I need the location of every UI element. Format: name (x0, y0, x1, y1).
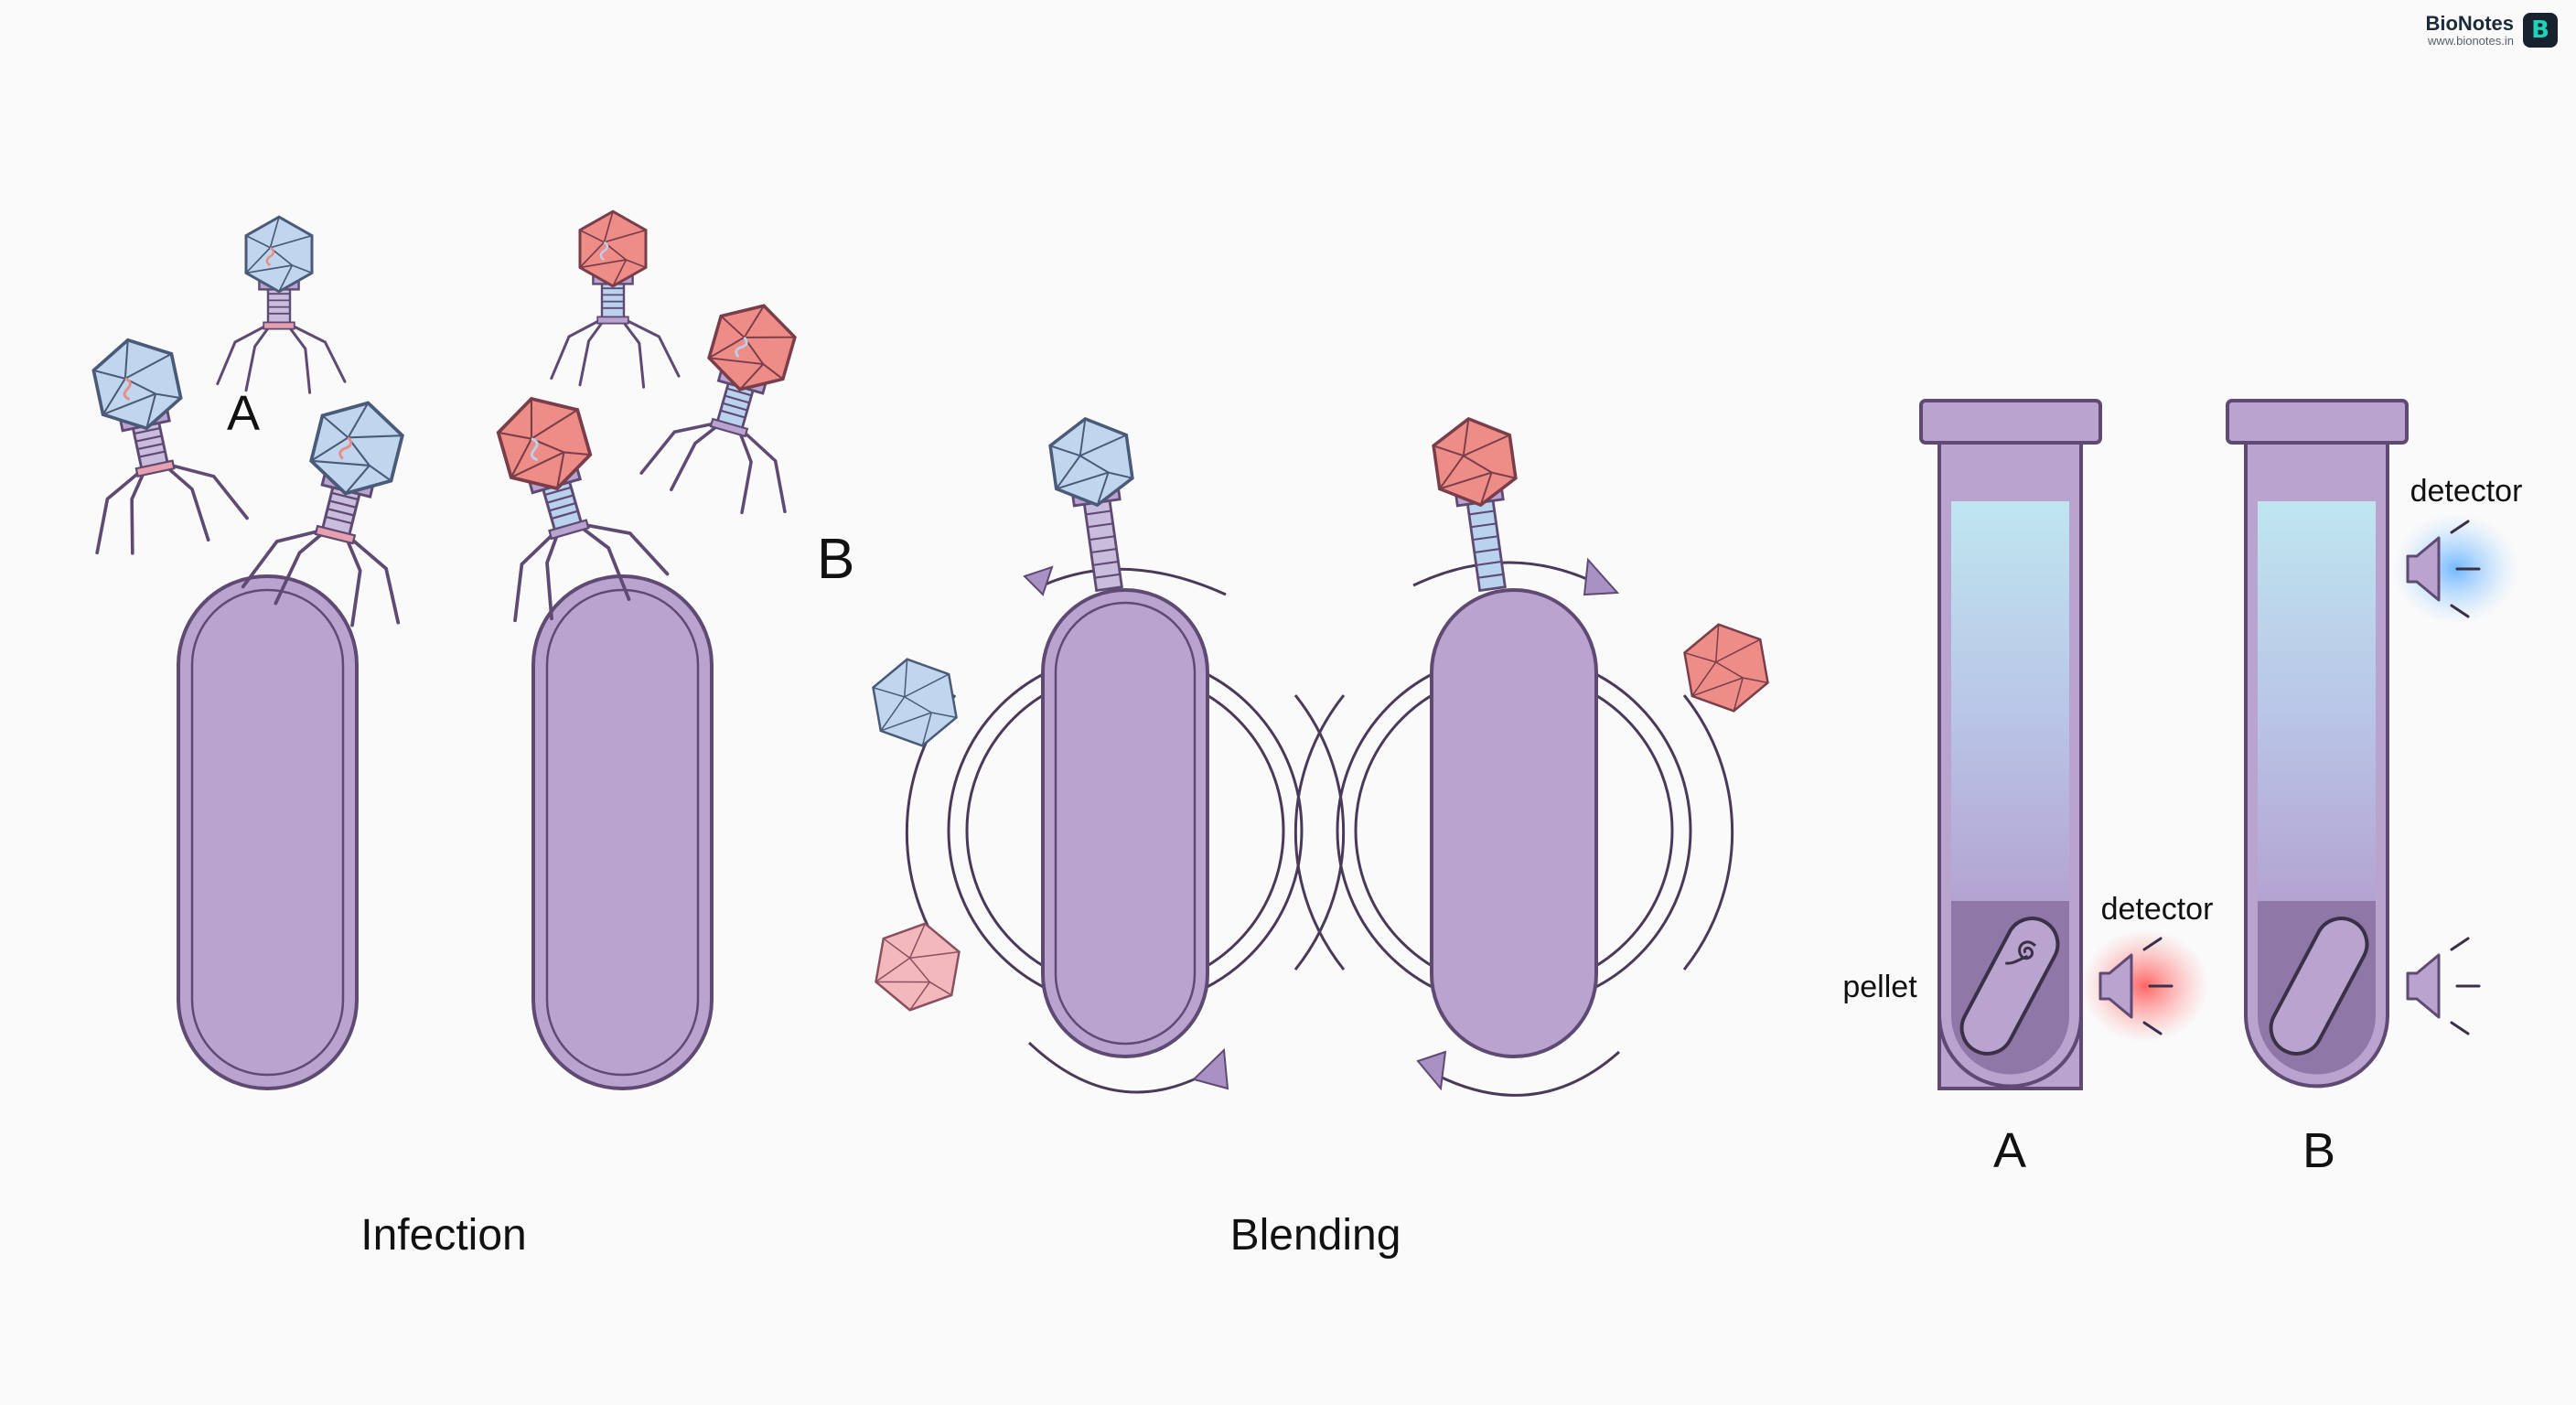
blending-panel: Blending (868, 416, 1773, 1260)
tube-b: detector B (2226, 399, 2523, 1178)
swirl-arrow-icon (1027, 567, 1227, 1094)
bacterium-cell-a (177, 574, 359, 1090)
capsid-pink-icon (871, 916, 964, 1018)
phage-red-icon (550, 209, 681, 389)
brand-text: BioNotes www.bionotes.in (2425, 12, 2514, 48)
capsid-blue-icon (868, 651, 961, 754)
bacterium-cell-b (531, 574, 714, 1090)
brand-badge[interactable]: BioNotes www.bionotes.in B (2425, 12, 2558, 48)
detector-label-b: detector (2410, 474, 2523, 509)
capsid-red-icon (1680, 617, 1773, 719)
infection-marker-b: B (817, 528, 854, 591)
supernatant-b (2258, 501, 2376, 904)
arrowhead-icon (1416, 1050, 1447, 1091)
arrowhead-icon (1583, 557, 1620, 596)
swirl-arrow-icon (1412, 561, 1620, 1097)
bacterium-cell-blended-a (1041, 588, 1209, 1058)
detector-icon-b-bottom (2406, 937, 2481, 1035)
infection-panel: A B Infection (53, 209, 854, 1260)
brand-name: BioNotes (2425, 12, 2514, 35)
arrowhead-icon (1192, 1047, 1229, 1090)
detector-glow-red (2081, 929, 2209, 1043)
brand-logo-icon: B (2523, 13, 2558, 48)
tube-a: detector pellet A (1842, 399, 2214, 1178)
pellet-label: pellet (1842, 970, 1917, 1004)
detector-label-a: detector (2101, 892, 2214, 927)
pellet-cell-icon (1959, 917, 2060, 1056)
infection-label: Infection (360, 1211, 526, 1260)
phage-blue-attached-icon (1048, 416, 1134, 593)
phage-blue-icon (216, 215, 347, 394)
bacterium-cell-blended-b (1430, 588, 1598, 1058)
infection-marker-a: A (227, 386, 260, 441)
phage-red-attached-icon (1432, 416, 1518, 593)
tube-b-label: B (2302, 1123, 2335, 1178)
pellet-cell-icon (2269, 917, 2369, 1056)
supernatant-a (1951, 501, 2069, 904)
phage-red-icon (637, 284, 840, 526)
phage-blue-icon (53, 321, 252, 565)
arrowhead-icon (1023, 565, 1054, 596)
blending-label: Blending (1230, 1211, 1401, 1260)
tube-a-label: A (1993, 1123, 2026, 1178)
brand-url: www.bionotes.in (2428, 34, 2514, 48)
